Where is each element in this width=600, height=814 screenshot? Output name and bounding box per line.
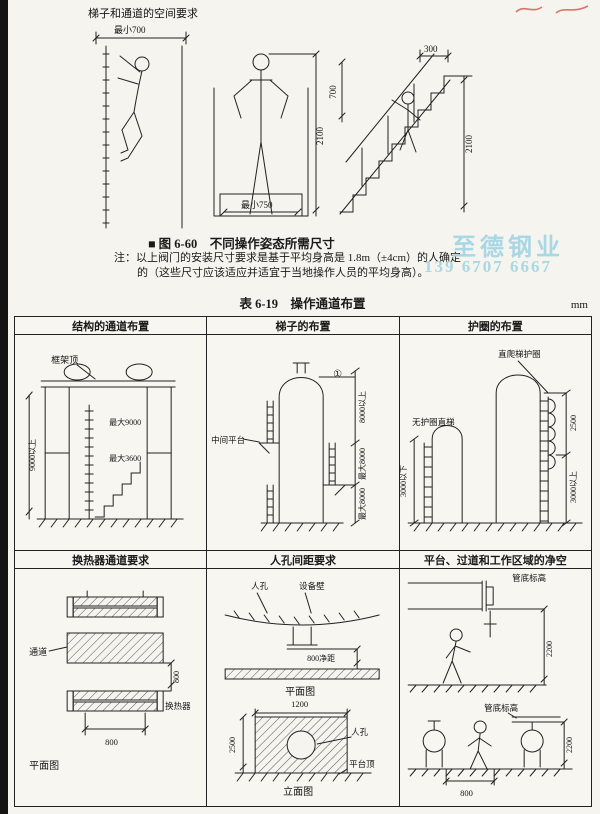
- manhole-label-top: 人孔: [251, 581, 269, 591]
- dim-2500-vertical: 2500: [228, 737, 237, 753]
- clear-800-dim: 800净距: [307, 653, 335, 663]
- stair-figure: [338, 49, 473, 215]
- stair-300-dim: 300: [424, 44, 438, 54]
- min-700-dim: 最小700: [114, 25, 146, 35]
- cell-structure-passage: 框架顶 最大9000 最大3600 9000以上: [15, 335, 208, 551]
- cell-work-clearance: 管底标高 2200 管底标高 2200 800: [399, 569, 592, 807]
- dim-1200: 1200: [291, 699, 308, 709]
- watermark-brand: 至德钢业: [452, 235, 564, 261]
- dim-800-vertical: 800: [172, 671, 181, 683]
- plan-view-label: 平面图: [29, 760, 59, 772]
- pipe-bottom-elev-label-2: 管底标高: [484, 703, 518, 713]
- dim-3000-below: 3000以下: [400, 465, 408, 497]
- figure-title: 梯子和通道的空间要求: [88, 6, 198, 20]
- header-cage-layout: 护圈的布置: [399, 317, 592, 335]
- work-clearance-drawing: 管底标高 2200 管底标高 2200 800: [407, 573, 574, 798]
- posture-figures-drawing: 梯子和通道的空间要求 最小700 最小750 2100: [88, 6, 474, 229]
- header-work-clearance: 平台、过道和工作区域的净空: [399, 551, 592, 569]
- above-9000-dim: 9000以上: [28, 439, 37, 471]
- table-unit-label: mm: [570, 299, 588, 311]
- circle-1-marker: ①: [333, 369, 342, 380]
- watermark-phone: 139 6707 6667: [424, 257, 552, 276]
- passage-label: 通道: [29, 646, 47, 657]
- hx-label: 换热器: [165, 701, 191, 711]
- ladder-layout-drawing: ① 中间平台 8000以上 最大8000 最大8000: [211, 362, 367, 532]
- cell-ladder-layout: ① 中间平台 8000以上 最大8000 最大8000: [207, 335, 400, 551]
- cage-ladder-label: 直爬梯护圈: [498, 349, 541, 359]
- seg-max-8000-dim-2: 最大8000: [357, 488, 367, 520]
- platform-top-label: 平台顶: [349, 759, 375, 769]
- equipment-wall-label: 设备壁: [299, 581, 325, 591]
- min-750-dim: 最小750: [241, 200, 273, 210]
- stair-2100-dim: 2100: [464, 135, 474, 154]
- dim-3000-above: 3000以上: [569, 471, 578, 503]
- header-structure-passage: 结构的通道布置: [15, 317, 208, 335]
- plan-view-label-2: 平面图: [285, 686, 315, 698]
- manhole-spacing-drawing: 人孔 设备壁 800净距 平面图 1200 人孔 2500 平台顶 立面图: [224, 581, 380, 798]
- table-title: 表 6-19 操作通道布置: [239, 297, 366, 311]
- ladder-climb-figure: [92, 31, 190, 229]
- red-ink-artifact: [515, 5, 589, 14]
- header-manhole-spacing: 人孔间距要求: [207, 551, 400, 569]
- dim-2200-bottom: 2200: [565, 737, 574, 753]
- seg-max-8000-dim: 最大8000: [357, 448, 367, 480]
- height-2100-dim: 2100: [315, 127, 325, 146]
- hx-passage-drawing: 通道 800 换热器 800 平面图: [29, 590, 191, 772]
- header-ladder-layout: 梯子的布置: [207, 317, 400, 335]
- elevation-view-label: 立面图: [283, 785, 313, 798]
- no-cage-ladder-label: 无护圈直梯: [412, 417, 455, 427]
- scan-edge-bar: [0, 0, 8, 814]
- pipe-bottom-elev-label-1: 管底标高: [512, 573, 546, 583]
- figure-caption: ■ 图 6-60 不同操作姿态所需尺寸: [148, 237, 335, 251]
- cell-cage-layout: 直爬梯护圈 无护圈直梯 2500 3000以上 3000以下: [399, 335, 592, 551]
- cell-manhole-spacing: 人孔 设备壁 800净距 平面图 1200 人孔 2500 平台顶 立面图: [207, 569, 400, 807]
- stair-700-dim: 700: [328, 85, 338, 99]
- structure-passage-drawing: 框架顶 最大9000 最大3600 9000以上: [25, 354, 184, 528]
- operation-passage-table: 结构的通道布置 梯子的布置 护圈的布置: [14, 316, 592, 807]
- dim-800-bottom: 800: [460, 788, 473, 798]
- max-9000-dim: 最大9000: [109, 417, 141, 427]
- dim-2200-top: 2200: [545, 641, 554, 657]
- header-hx-passage: 换热器通道要求: [15, 551, 208, 569]
- max-3600-dim: 最大3600: [109, 453, 141, 463]
- standing-figure: [213, 50, 320, 217]
- note-line-1: 注：以上阀门的安装尺寸要求是基于平均身高是 1.8m（±4cm）的人确定: [114, 252, 462, 264]
- seg-8000-above-dim: 8000以上: [358, 391, 367, 423]
- cell-hx-passage: 通道 800 换热器 800 平面图: [15, 569, 208, 807]
- dim-2500: 2500: [569, 415, 578, 431]
- frame-top-label: 框架顶: [51, 354, 78, 365]
- figure-note: 注：以上阀门的安装尺寸要求是基于平均身高是 1.8m（±4cm）的人确定 的（这…: [114, 251, 544, 281]
- manhole-label-2: 人孔: [351, 727, 369, 737]
- note-line-2: 的（这些尺寸应该适应并适宜于当地操作人员的平均身高）。: [137, 267, 429, 279]
- cage-layout-drawing: 直爬梯护圈 无护圈直梯 2500 3000以上 3000以下: [400, 349, 583, 532]
- mid-platform-label: 中间平台: [211, 435, 245, 445]
- dim-800-horizontal: 800: [105, 737, 118, 747]
